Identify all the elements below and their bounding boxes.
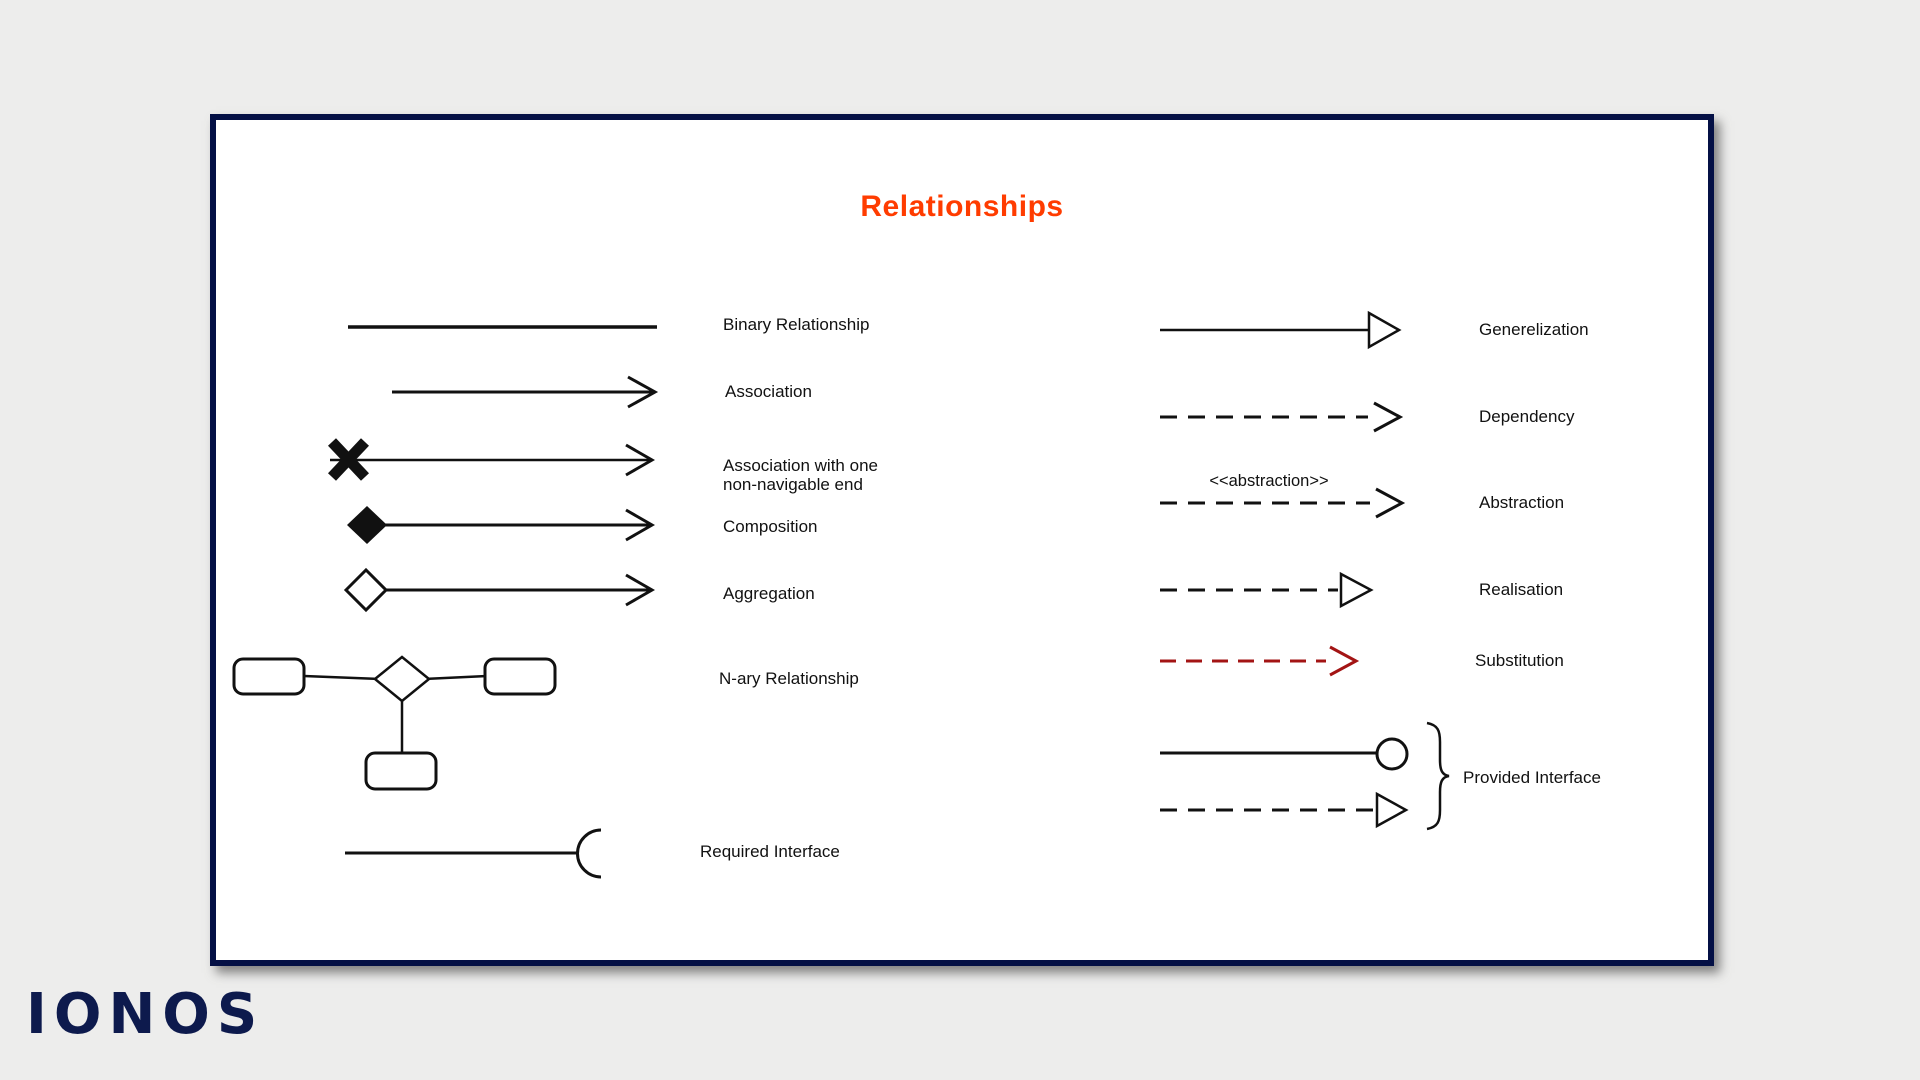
binary-relationship-label: Binary Relationship [723,315,870,334]
nary-relationship-label: N-ary Relationship [719,669,859,688]
generalization-label: Generelization [1479,320,1589,339]
association-non-navigable-label: Association with one non-navigable end [723,456,878,494]
realisation-label: Realisation [1479,580,1564,599]
provided-interface-label: Provided Interface [1463,768,1601,787]
brace-icon [1426,721,1450,831]
abstraction-symbol [1160,487,1406,519]
ionos-logo: IONOS [26,982,265,1047]
provided-interface-symbol [1160,721,1450,831]
association-symbol [392,375,659,409]
substitution-symbol [1160,645,1360,677]
abstraction-label: Abstraction [1479,493,1565,512]
realisation-symbol [1160,571,1374,609]
aggregation-label: Aggregation [723,584,815,603]
substitution-label: Substitution [1475,651,1564,670]
generalization-symbol [1160,310,1402,350]
association-non-navigable-label-line2: non-navigable end [723,475,863,494]
page-title: Relationships [860,190,1064,223]
composition-symbol [347,506,656,544]
abstraction-stereotype-text: <<abstraction>> [1209,472,1329,490]
dependency-label: Dependency [1479,407,1575,426]
association-non-navigable-symbol [327,438,656,481]
nary-relationship-symbol [232,655,557,791]
dependency-symbol [1160,401,1404,433]
required-interface-symbol [345,828,602,879]
association-non-navigable-label-line1: Association with one [723,456,878,475]
aggregation-symbol [343,567,656,613]
association-label: Association [725,382,812,401]
composition-label: Composition [723,517,818,536]
required-interface-label: Required Interface [700,842,840,861]
diagram-card [210,114,1714,966]
